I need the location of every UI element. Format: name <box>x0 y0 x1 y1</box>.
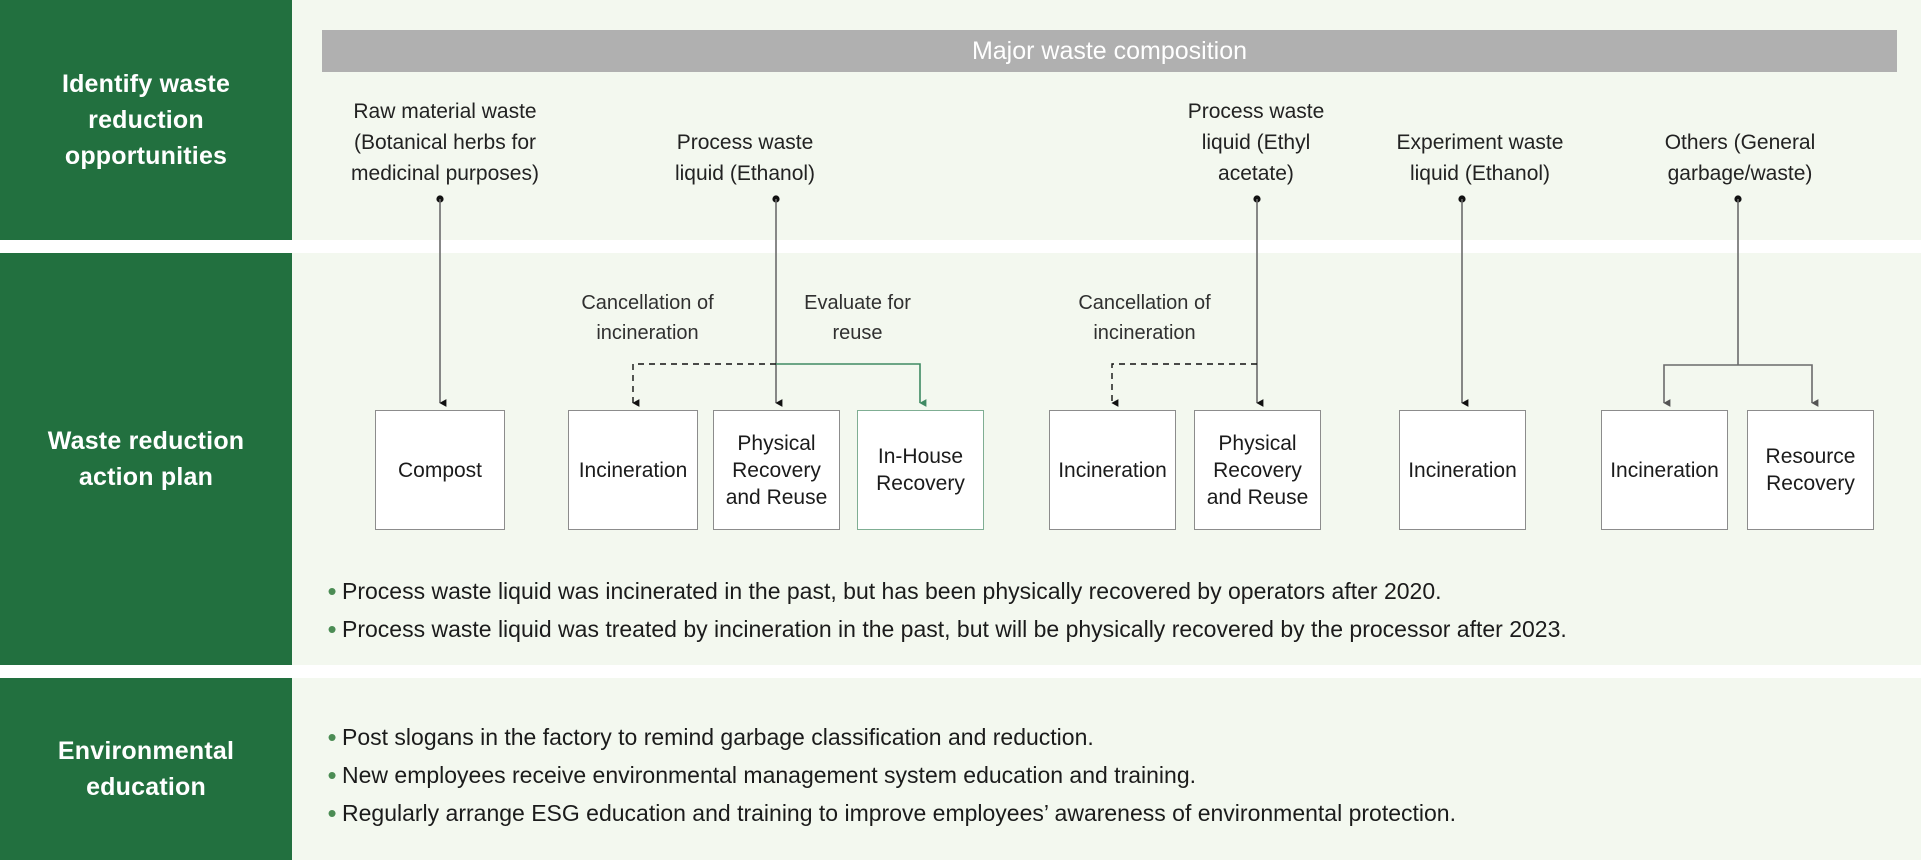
row-label-waste-reduction-action-plan: Waste reduction action plan <box>0 253 292 665</box>
note-text: Process waste liquid was treated by inci… <box>342 616 1567 642</box>
bullet-icon: • <box>327 576 337 606</box>
action-box-incineration-2[interactable]: Incineration <box>1049 410 1176 530</box>
annotation-evaluate-for-reuse: Evaluate for reuse <box>804 292 911 344</box>
list-item: • Process waste liquid was incinerated i… <box>322 572 1567 610</box>
source-label-others-general-garbage: Others (General garbage/waste) <box>1664 131 1816 185</box>
major-waste-composition-bar: Major waste composition <box>322 30 1897 72</box>
bullet-icon: • <box>327 760 337 790</box>
major-waste-composition-title: Major waste composition <box>971 36 1248 65</box>
annotation-cancellation-of-incineration-2: Cancellation of incineration <box>1078 292 1211 344</box>
list-item: • New employees receive environmental ma… <box>322 756 1456 794</box>
source-label-experiment-waste-ethanol: Experiment waste liquid (Ethanol) <box>1396 131 1564 185</box>
row-band-education <box>0 678 1921 860</box>
action-plan-notes: • Process waste liquid was incinerated i… <box>322 572 1567 648</box>
annotation-cancellation-of-incineration-1: Cancellation of incineration <box>581 292 714 344</box>
row-label-environmental-education: Environmental education <box>0 678 292 860</box>
source-label-raw-material-waste: Raw material waste (Botanical herbs for … <box>351 100 539 185</box>
row-label-text: Identify waste reduction opportunities <box>61 70 231 170</box>
action-box-resource-recovery[interactable]: Resource Recovery <box>1747 410 1874 530</box>
list-item: • Process waste liquid was treated by in… <box>322 610 1567 648</box>
list-item: • Regularly arrange ESG education and tr… <box>322 794 1456 832</box>
action-box-physical-recovery-and-reuse-2[interactable]: Physical Recovery and Reuse <box>1194 410 1321 530</box>
bullet-icon: • <box>327 722 337 752</box>
source-label-process-waste-ethanol: Process waste liquid (Ethanol) <box>674 131 816 185</box>
action-box-in-house-recovery[interactable]: In-House Recovery <box>857 410 984 530</box>
action-box-incineration-3[interactable]: Incineration <box>1399 410 1526 530</box>
action-box-incineration-1[interactable]: Incineration <box>568 410 698 530</box>
list-item: • Post slogans in the factory to remind … <box>322 718 1456 756</box>
row-label-text: Waste reduction action plan <box>47 427 245 491</box>
action-box-incineration-4[interactable]: Incineration <box>1601 410 1728 530</box>
source-label-process-waste-ethyl-acetate: Process waste liquid (Ethyl acetate) <box>1187 100 1325 185</box>
bullet-icon: • <box>327 798 337 828</box>
action-box-physical-recovery-and-reuse-1[interactable]: Physical Recovery and Reuse <box>713 410 840 530</box>
row-label-identify-waste-reduction-opportunities: Identify waste reduction opportunities <box>0 0 292 240</box>
education-text: Regularly arrange ESG education and trai… <box>342 800 1456 826</box>
action-box-compost[interactable]: Compost <box>375 410 505 530</box>
education-text: New employees receive environmental mana… <box>342 762 1197 788</box>
note-text: Process waste liquid was incinerated in … <box>342 578 1442 604</box>
environmental-education-list: • Post slogans in the factory to remind … <box>322 718 1456 832</box>
bullet-icon: • <box>327 614 337 644</box>
education-text: Post slogans in the factory to remind ga… <box>342 724 1094 750</box>
row-label-text: Environmental education <box>57 737 235 801</box>
